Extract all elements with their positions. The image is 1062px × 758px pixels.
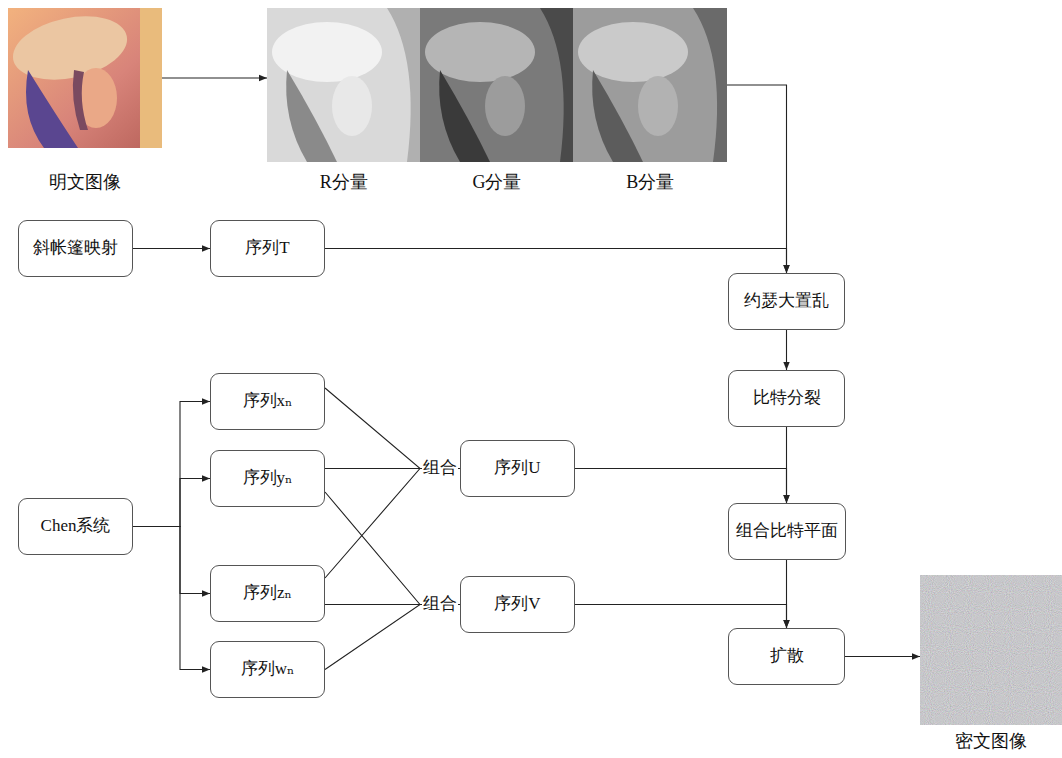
process-box: 扩散 <box>728 628 845 685</box>
noise-image <box>920 575 1062 725</box>
box-label: 序列T <box>245 238 289 258</box>
process-box: 序列T <box>210 220 325 277</box>
process-box: 组合比特平面 <box>728 503 846 560</box>
image-caption: 明文图像 <box>8 172 162 194</box>
image-detail <box>332 76 372 136</box>
process-box: 斜帐篷映射 <box>18 220 133 277</box>
plain-image <box>7 7 162 148</box>
cipher-image <box>920 575 1062 725</box>
connector <box>325 249 787 274</box>
image-detail <box>592 70 643 162</box>
connector <box>325 388 460 469</box>
connector <box>162 77 267 78</box>
image-node: 密文图像 <box>920 575 1062 725</box>
connector <box>325 492 460 605</box>
image-node: 明文图像 <box>8 8 162 148</box>
box-label: 约瑟大置乱 <box>744 291 829 311</box>
box-label: 扩散 <box>770 646 804 666</box>
process-box: 序列yₙ <box>210 450 325 507</box>
image-detail <box>638 76 678 136</box>
image-detail <box>387 8 420 162</box>
connector <box>575 605 787 629</box>
image-caption: G分量 <box>420 172 573 194</box>
connector <box>786 330 787 370</box>
image-caption: R分量 <box>267 172 420 194</box>
process-box: 序列V <box>460 576 575 633</box>
connector <box>575 469 787 504</box>
image-detail <box>540 8 573 162</box>
box-label: 序列yₙ <box>243 468 293 488</box>
connector <box>845 656 920 657</box>
junction-label: 组合 <box>422 594 458 614</box>
connector <box>133 527 210 670</box>
channel-images <box>267 8 727 162</box>
channel-ground <box>420 8 573 162</box>
box-label: 组合比特平面 <box>736 521 838 541</box>
box-label: 比特分裂 <box>753 388 821 408</box>
image-node: R分量G分量B分量 <box>267 8 727 162</box>
process-box: 比特分裂 <box>728 370 845 427</box>
image-detail <box>439 70 490 162</box>
connector <box>133 479 210 527</box>
process-box: Chen系统 <box>18 498 133 555</box>
junction-label: 组合 <box>422 458 458 478</box>
connector <box>786 427 787 503</box>
image-detail <box>485 76 525 136</box>
box-label: 序列wₙ <box>241 659 295 679</box>
box-label: 斜帐篷映射 <box>33 238 118 258</box>
connector <box>727 85 787 273</box>
connector <box>133 527 210 594</box>
image-caption: 密文图像 <box>920 731 1062 753</box>
image-detail <box>7 7 133 90</box>
box-label: 序列V <box>494 594 540 614</box>
image-detail <box>73 70 88 130</box>
connector <box>325 469 460 579</box>
image-detail <box>26 70 78 148</box>
image-caption: B分量 <box>574 172 727 194</box>
connector <box>133 402 210 527</box>
box-label: 序列zₙ <box>243 583 292 603</box>
channel-ground <box>267 8 420 162</box>
connector <box>133 248 210 249</box>
box-label: Chen系统 <box>41 516 111 536</box>
process-box: 约瑟大置乱 <box>728 273 845 330</box>
channel-ground <box>573 8 727 162</box>
process-box: 序列wₙ <box>210 641 325 698</box>
box-label: 序列xₙ <box>243 391 293 411</box>
process-box: 序列zₙ <box>210 565 325 622</box>
process-box: 序列xₙ <box>210 373 325 430</box>
box-label: 序列U <box>494 458 540 478</box>
image-detail <box>140 8 162 148</box>
process-box: 序列U <box>460 440 575 497</box>
image-detail <box>286 70 337 162</box>
image-detail <box>693 8 727 162</box>
